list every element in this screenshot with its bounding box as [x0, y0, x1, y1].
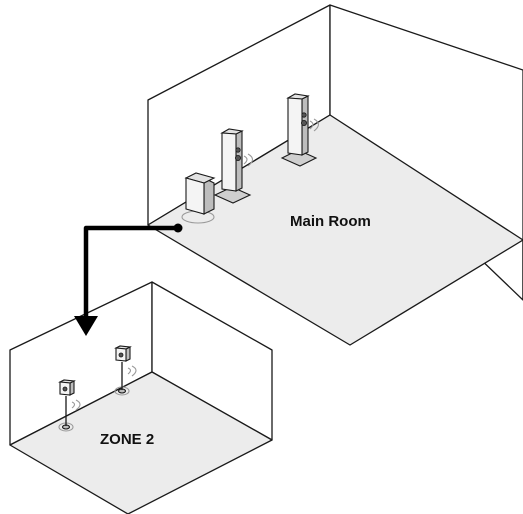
zone2-speaker-left-icon	[58, 379, 81, 432]
zone2-speaker-right-icon	[114, 345, 137, 396]
zone2-label: ZONE 2	[100, 431, 154, 448]
tower-speaker-left-icon	[213, 128, 254, 204]
tower-speaker-right-icon	[280, 93, 320, 167]
arrow-down-icon	[74, 223, 183, 336]
zone2-floor	[9, 371, 273, 514]
zone2-room: ZONE 2	[9, 281, 273, 514]
main-room: Main Room	[147, 4, 523, 346]
subwoofer-icon	[181, 172, 216, 224]
main-room-label: Main Room	[290, 213, 371, 230]
